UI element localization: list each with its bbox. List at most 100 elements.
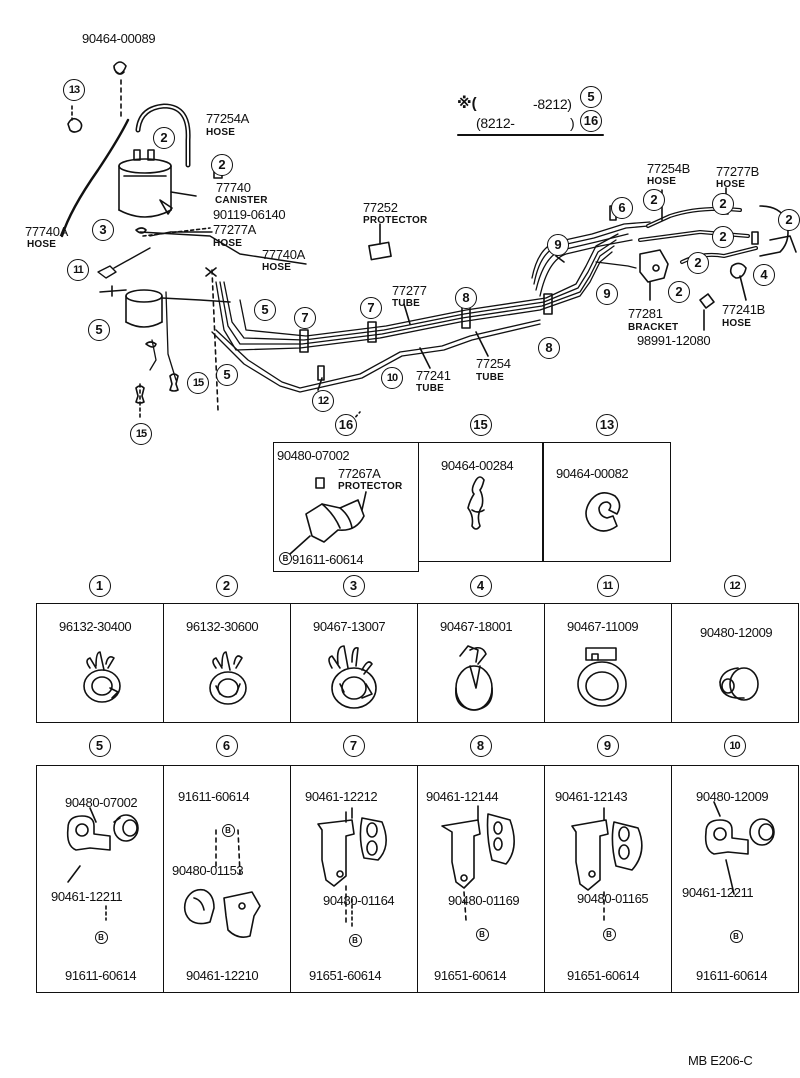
part-number: 91611-60614 [65, 968, 137, 983]
clamp-art-1 [83, 651, 121, 703]
part-label: HOSE [262, 262, 292, 273]
row2-ref-5: 5 [88, 735, 111, 757]
part-label: 77740 [216, 180, 251, 195]
part-label: HOSE [722, 318, 752, 329]
part-label: 77241 [416, 368, 451, 383]
bolt-marker: B [729, 930, 743, 943]
tube-77241 [215, 319, 541, 389]
part-label: 77277B [716, 164, 760, 179]
clip-90464-00089 [113, 61, 127, 75]
box-ref-16: 16 [335, 414, 357, 436]
part-label: 77740A [25, 224, 69, 239]
callout-11: 11 [67, 259, 89, 281]
bolt-marker: B [602, 928, 616, 941]
callout-10: 10 [381, 367, 403, 389]
part-label: HOSE [206, 127, 236, 138]
clip-90464-00082-art [585, 492, 621, 532]
clip-art-5 [66, 814, 139, 851]
legend-row1-code: -8212) [533, 96, 572, 112]
bolt-marker: B [348, 934, 362, 947]
diagram-code: MB E206-C [688, 1053, 753, 1068]
callout-2: 2 [211, 154, 233, 176]
clamp-art-4 [455, 645, 493, 711]
legend-row2-ref: 16 [580, 110, 602, 132]
part-number: 91651-60614 [309, 968, 382, 983]
row1-ref-4: 4 [469, 575, 492, 597]
part-label: HOSE [716, 179, 746, 190]
clip-art-10 [704, 801, 775, 895]
part-number: 90480-07002 [277, 448, 350, 463]
row2-ref-9: 9 [596, 735, 619, 757]
part-label: HOSE [27, 239, 57, 250]
hose-77740a-right [139, 231, 307, 265]
clip-90464-00284-art [467, 476, 485, 530]
callout-2: 2 [153, 127, 175, 149]
part-label: 98991-12080 [637, 333, 711, 348]
row1-ref-1: 1 [88, 575, 111, 597]
callout-2: 2 [778, 209, 800, 231]
callout-7: 7 [294, 307, 316, 329]
part-number: 90461-12143 [555, 789, 628, 804]
legend-row2-code: (8212- [476, 115, 515, 131]
callout-7: 7 [360, 297, 382, 319]
clip-13 [67, 117, 83, 133]
row1-ref-11: 11 [596, 575, 619, 597]
part-number: 91611-60614 [292, 552, 364, 567]
part-number: PROTECTOR [338, 481, 403, 492]
callout-8: 8 [455, 287, 477, 309]
part-number: 90480-12009 [700, 625, 773, 640]
row1-box-11: 90467-11009 [544, 603, 672, 723]
callout-15: 15 [130, 423, 152, 445]
legend-prefix: ※( [457, 95, 477, 112]
bolt-marker: B [279, 552, 292, 565]
callout-2: 2 [668, 281, 690, 303]
part-number: 90461-12211 [682, 885, 754, 900]
part-label: 77740A [262, 247, 306, 262]
fuel-filter [99, 285, 231, 328]
part-number: 91611-60614 [696, 968, 768, 983]
protector-77267a-art [289, 477, 367, 555]
canister-77740 [118, 149, 197, 218]
box-ref-13: 13 [596, 414, 618, 436]
part-label: HOSE [213, 238, 243, 249]
part-number: 90464-00284 [441, 458, 514, 473]
clip-art-9 [571, 807, 643, 923]
clamp-art-11 [577, 647, 627, 707]
part-label: TUBE [416, 383, 445, 394]
part-label: HOSE [647, 176, 677, 187]
part-label: 77254A [206, 111, 250, 126]
part-label: CANISTER [215, 195, 268, 206]
part-number: 90461-12210 [186, 968, 259, 983]
callout-9: 9 [547, 234, 569, 256]
part-label: 77241B [722, 302, 766, 317]
callout-6: 6 [611, 197, 633, 219]
row2-ref-7: 7 [342, 735, 365, 757]
part-label: BRACKET [628, 322, 679, 333]
callout-2: 2 [643, 189, 665, 211]
part-number: 90480-01153 [172, 863, 244, 878]
row1-box-1: 96132-30400 [36, 603, 164, 723]
protector-77252 [368, 241, 392, 261]
clip-art-8 [441, 805, 515, 921]
callout-5: 5 [216, 364, 238, 386]
clip-art-6 [183, 829, 261, 938]
callout-2: 2 [712, 193, 734, 215]
part-label: 77277A [213, 222, 257, 237]
detail-box-15: 90464-00284 [418, 442, 543, 562]
row1-box-12: 90480-12009 [671, 603, 799, 723]
part-number: 90480-01165 [577, 891, 649, 906]
callout-12: 12 [312, 390, 334, 412]
bolt-marker: B [475, 928, 489, 941]
row1-ref-3: 3 [342, 575, 365, 597]
part-number: 91611-60614 [178, 789, 250, 804]
row1-box-3: 90467-13007 [290, 603, 418, 723]
part-number: 90461-12211 [51, 889, 123, 904]
row2-ref-10: 10 [723, 735, 746, 757]
part-label: 90119-06140 [213, 207, 286, 222]
